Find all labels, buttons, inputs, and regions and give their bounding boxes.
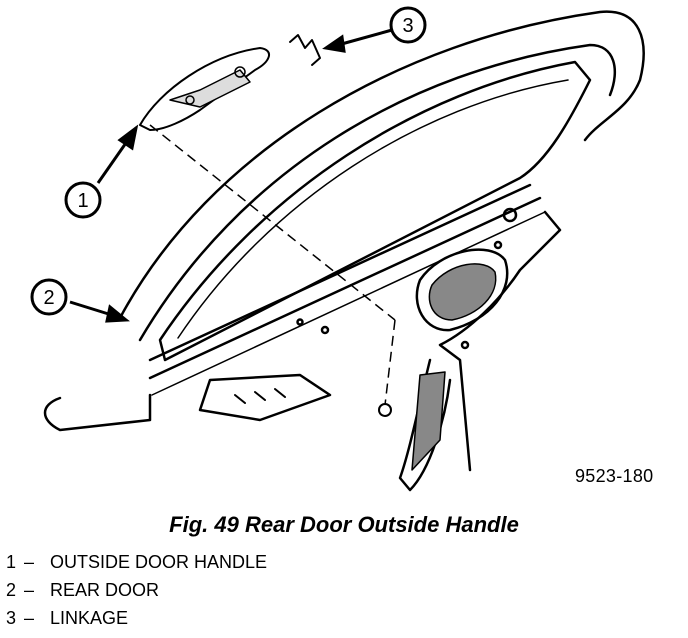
figure-id: 9523-180: [575, 466, 654, 486]
legend-item-label: OUTSIDE DOOR HANDLE: [50, 552, 268, 572]
door-frame-outer: [118, 10, 645, 320]
figure-caption: Fig. 49 Rear Door Outside Handle: [169, 512, 519, 537]
outside-door-handle: [139, 47, 270, 131]
belt-line: [148, 183, 532, 362]
fastener: [378, 403, 392, 417]
access-hole: [415, 248, 509, 332]
window-inner-edge: [177, 79, 569, 339]
legend-item-label: REAR DOOR: [50, 580, 160, 600]
legend-item: 3–LINKAGE: [6, 604, 267, 632]
linkage: [289, 34, 321, 66]
callout-3: 3: [389, 6, 427, 44]
door-body: [43, 393, 152, 432]
legend-item-label: LINKAGE: [50, 608, 129, 628]
legend-item-number: 3: [6, 608, 17, 628]
legend-item: 2–REAR DOOR: [6, 576, 267, 604]
callout-2: 2: [30, 278, 68, 316]
legend-item-number: 2: [6, 580, 17, 600]
legend-item-dash: –: [24, 580, 35, 600]
door-diagram: 1 2 3: [30, 6, 645, 492]
door-frame-inner: [138, 43, 617, 342]
callout-3-label: 3: [402, 15, 413, 37]
legend-item-dash: –: [24, 608, 35, 628]
callout-2-label: 2: [43, 287, 54, 309]
legend: 1–OUTSIDE DOOR HANDLE 2–REAR DOOR 3–LINK…: [6, 548, 267, 632]
legend-item-dash: –: [24, 552, 35, 572]
callout-1: 1: [64, 181, 102, 219]
legend-item: 1–OUTSIDE DOOR HANDLE: [6, 548, 267, 576]
legend-item-number: 1: [6, 552, 17, 572]
callout-1-label: 1: [77, 190, 88, 212]
window-outline: [158, 60, 592, 362]
